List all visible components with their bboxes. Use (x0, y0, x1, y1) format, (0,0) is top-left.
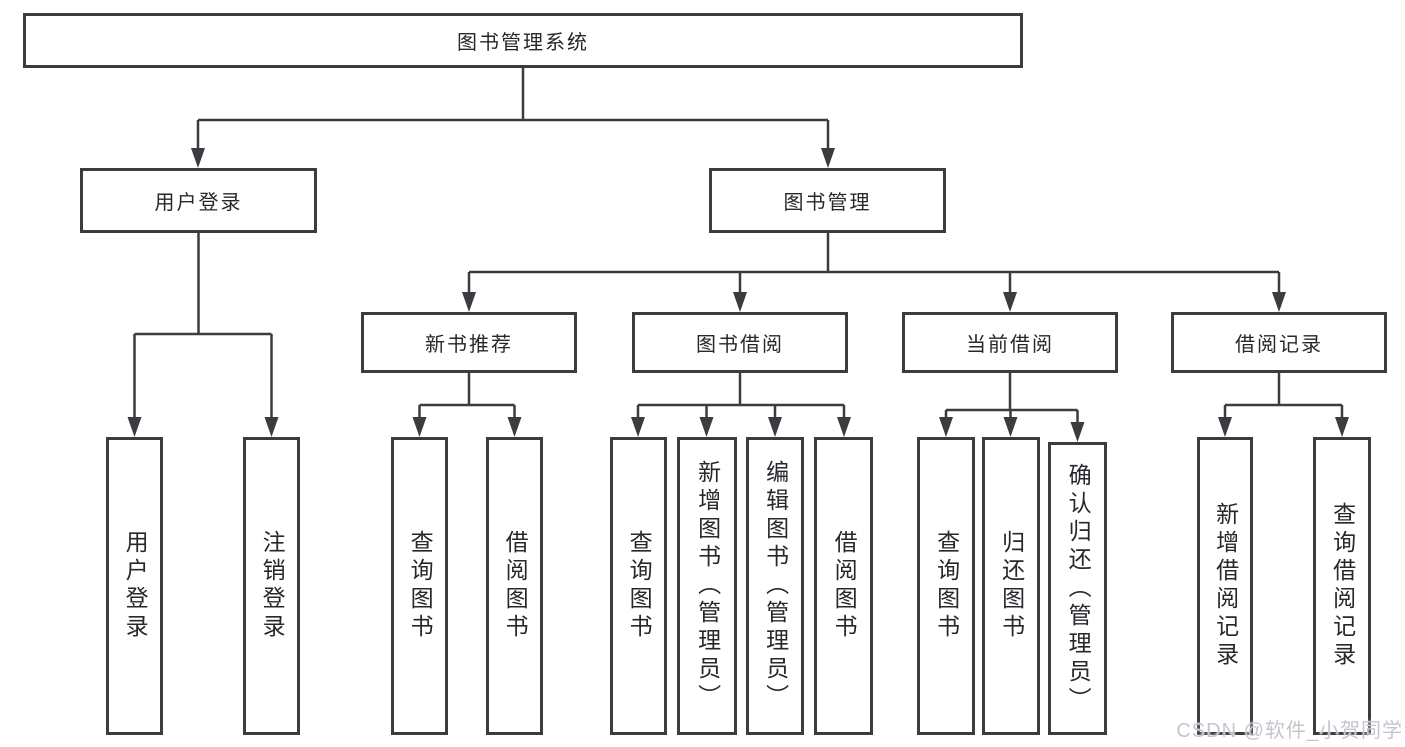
leaf-user-login: 用户登录 (106, 437, 163, 735)
leaf-query-borrow-record-label: 查询借阅记录 (1329, 502, 1356, 670)
watermark-text: CSDN @软件_小贺同学 (1176, 720, 1403, 742)
node-book-borrow: 图书借阅 (632, 312, 848, 373)
node-borrow-records: 借阅记录 (1171, 312, 1387, 373)
leaf-borrow-book-newrec: 借阅图书 (486, 437, 543, 735)
node-book-management-label: 图书管理 (783, 192, 872, 214)
leaf-edit-book-admin: 编辑图书（管理员） (746, 437, 804, 735)
leaf-query-book-newrec-label: 查询图书 (407, 530, 434, 642)
leaf-borrow-book-borrow: 借阅图书 (814, 437, 873, 735)
node-book-management: 图书管理 (709, 168, 946, 233)
node-current-borrow: 当前借阅 (902, 312, 1118, 373)
leaf-borrow-book-newrec-label: 借阅图书 (502, 530, 529, 642)
node-user-login: 用户登录 (80, 168, 317, 233)
node-borrow-records-label: 借阅记录 (1235, 334, 1323, 356)
node-new-book-recommend: 新书推荐 (361, 312, 577, 373)
node-current-borrow-label: 当前借阅 (966, 334, 1054, 356)
leaf-add-borrow-record: 新增借阅记录 (1197, 437, 1253, 735)
leaf-query-book-newrec: 查询图书 (391, 437, 448, 735)
leaf-return-book: 归还图书 (982, 437, 1040, 735)
node-library-system: 图书管理系统 (23, 13, 1023, 68)
leaf-query-book-current-label: 查询图书 (933, 530, 960, 642)
leaf-confirm-return-admin: 确认归还（管理员） (1048, 442, 1107, 735)
node-new-book-recommend-label: 新书推荐 (425, 334, 513, 356)
leaf-edit-book-admin-label: 编辑图书（管理员） (762, 460, 789, 712)
node-user-login-label: 用户登录 (154, 192, 243, 214)
connector-skeleton (134, 68, 1342, 412)
leaf-logout-label: 注销登录 (259, 530, 286, 642)
leaf-add-book-admin-label: 新增图书（管理员） (694, 460, 721, 712)
leaf-add-book-admin: 新增图书（管理员） (677, 437, 737, 735)
node-book-borrow-label: 图书借阅 (696, 334, 784, 356)
leaf-user-login-label: 用户登录 (122, 530, 149, 642)
leaf-query-borrow-record: 查询借阅记录 (1313, 437, 1371, 735)
leaf-return-book-label: 归还图书 (998, 530, 1025, 642)
leaf-query-book-current: 查询图书 (917, 437, 975, 735)
leaf-borrow-book-borrow-label: 借阅图书 (831, 530, 858, 642)
leaf-logout: 注销登录 (243, 437, 300, 735)
node-library-system-label: 图书管理系统 (457, 32, 589, 54)
leaf-confirm-return-admin-label: 确认归还（管理员） (1065, 462, 1092, 715)
leaf-query-book-borrow: 查询图书 (610, 437, 667, 735)
leaf-query-book-borrow-label: 查询图书 (626, 530, 653, 642)
leaf-add-borrow-record-label: 新增借阅记录 (1212, 502, 1239, 670)
